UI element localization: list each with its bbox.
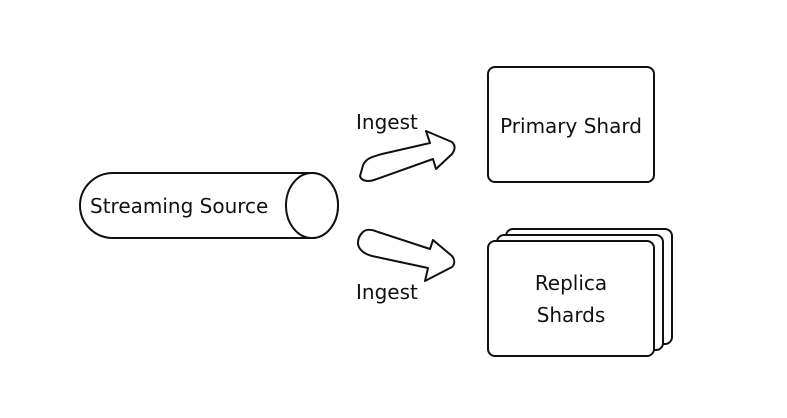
ingest-label-lower: Ingest — [356, 280, 418, 304]
primary-shard-label: Primary Shard — [500, 114, 642, 138]
replica-shards-label-line1: Replica — [534, 271, 608, 295]
ingest-arrow-upper — [359, 130, 456, 182]
ingest-label-upper: Ingest — [356, 110, 418, 134]
primary-shard-box — [487, 66, 655, 183]
cylinder-end-cap — [285, 172, 339, 239]
replica-shards-label-line2: Shards — [536, 303, 606, 327]
streaming-source-label: Streaming Source — [90, 194, 269, 218]
replica-box-front — [487, 240, 655, 357]
streaming-source-cylinder — [79, 172, 339, 239]
ingest-arrow-lower — [357, 228, 456, 282]
replica-shards-stack — [487, 228, 673, 357]
